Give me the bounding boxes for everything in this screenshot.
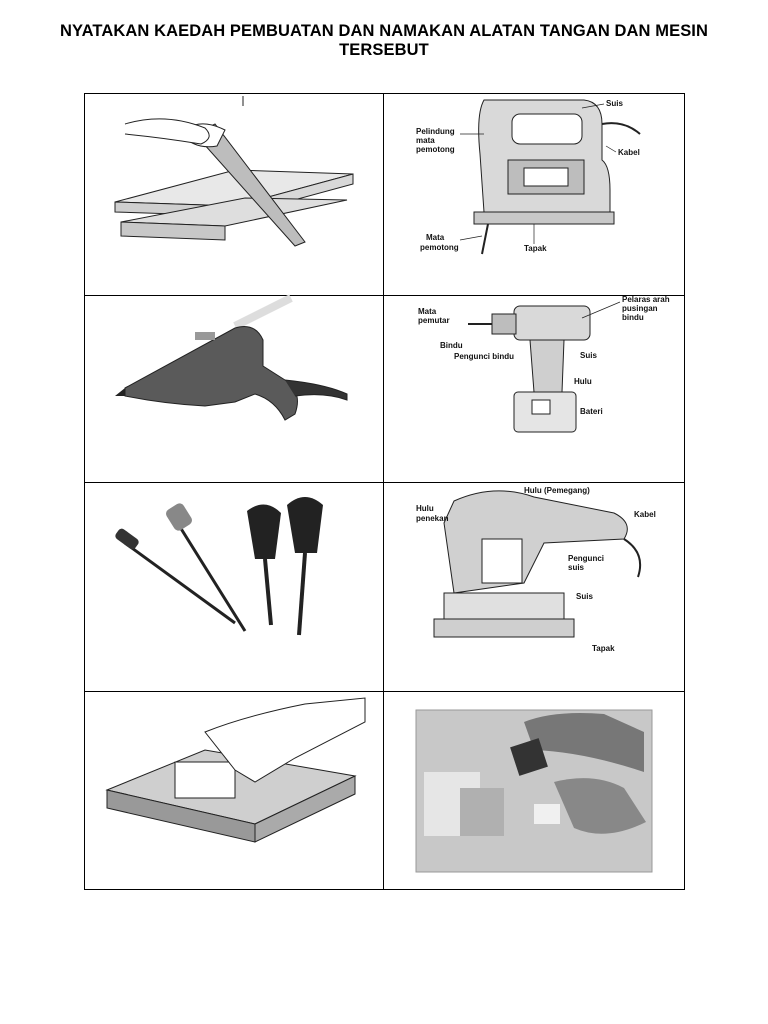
drill-label-bindu-top: bindu bbox=[622, 313, 644, 322]
orbital-sander-illustration: Hulu (Pemegang) Hulu penekan Kabel Pengu… bbox=[416, 486, 656, 653]
cell-jigsaw: Suis Pelindung mata pemotong Kabel Mata … bbox=[384, 94, 684, 294]
jigsaw-label-pemotong-bottom: pemotong bbox=[420, 243, 459, 252]
sander-label-penekan: penekan bbox=[416, 514, 449, 523]
cell-cordless-drill: Mata pemutar Pelaras arah pusingan bindu… bbox=[384, 295, 684, 481]
cell-glue-gun bbox=[85, 294, 382, 481]
cell-hand-photo bbox=[384, 692, 684, 889]
jigsaw-label-tapak: Tapak bbox=[524, 244, 547, 253]
drill-label-pemutar: pemutar bbox=[418, 316, 450, 325]
glue-gun-illustration bbox=[115, 294, 348, 421]
page-title: NYATAKAN KAEDAH PEMBUATAN DAN NAMAKAN AL… bbox=[0, 22, 768, 60]
hand-saw-illustration bbox=[114, 96, 354, 247]
sander-label-tapak: Tapak bbox=[592, 644, 615, 653]
cell-sanding-block bbox=[85, 692, 382, 889]
page-title-line-2: TERSEBUT bbox=[339, 41, 429, 59]
cell-screwdrivers bbox=[85, 483, 382, 690]
cell-orbital-sander: Hulu (Pemegang) Hulu penekan Kabel Pengu… bbox=[384, 483, 684, 690]
jigsaw-label-mata: mata bbox=[416, 136, 435, 145]
cordless-drill-illustration: Mata pemutar Pelaras arah pusingan bindu… bbox=[418, 295, 670, 433]
sander-label-pengunci: Pengunci bbox=[568, 554, 604, 563]
jigsaw-label-suis: Suis bbox=[606, 99, 623, 108]
jigsaw-illustration: Suis Pelindung mata pemotong Kabel Mata … bbox=[416, 99, 641, 255]
sander-label-suis: Suis bbox=[576, 592, 593, 601]
drill-label-pusingan: pusingan bbox=[622, 304, 658, 313]
sander-label-hulu: Hulu bbox=[416, 504, 434, 513]
grid-divider-row-2 bbox=[84, 482, 685, 483]
grid-divider-row-1 bbox=[84, 295, 685, 296]
drill-label-mata: Mata bbox=[418, 307, 437, 316]
sander-label-suis-pengunci: suis bbox=[568, 563, 585, 572]
jigsaw-label-pelindung: Pelindung bbox=[416, 127, 455, 136]
screwdrivers-illustration bbox=[115, 497, 323, 636]
drill-label-pengunci-bindu: Pengunci bindu bbox=[454, 352, 514, 361]
sanding-block-illustration bbox=[105, 697, 366, 843]
hand-photo-illustration bbox=[415, 709, 653, 873]
drill-label-suis: Suis bbox=[580, 351, 597, 360]
grid-divider-row-3 bbox=[84, 691, 685, 692]
drill-label-pelaras: Pelaras arah bbox=[622, 295, 670, 304]
page-title-line-1: NYATAKAN KAEDAH PEMBUATAN DAN NAMAKAN AL… bbox=[59, 22, 709, 40]
sander-label-kabel: Kabel bbox=[634, 510, 656, 519]
sander-label-hulu-pemegang: Hulu (Pemegang) bbox=[524, 486, 590, 495]
jigsaw-label-kabel: Kabel bbox=[618, 148, 640, 157]
worksheet-grid bbox=[84, 93, 685, 890]
jigsaw-label-pemotong: pemotong bbox=[416, 145, 455, 154]
drill-label-bindu: Bindu bbox=[440, 341, 463, 350]
cell-hand-saw bbox=[85, 94, 382, 294]
drill-label-bateri: Bateri bbox=[580, 407, 603, 416]
drill-label-hulu: Hulu bbox=[574, 377, 592, 386]
grid-divider-vertical bbox=[383, 93, 384, 890]
jigsaw-label-mata-bottom: Mata bbox=[426, 233, 445, 242]
